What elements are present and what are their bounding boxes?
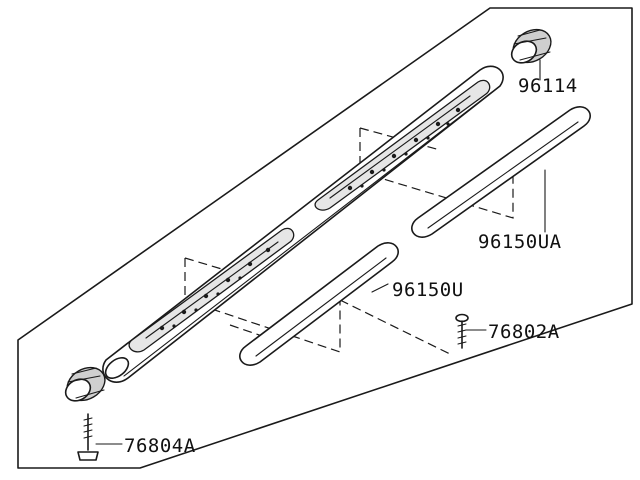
screw-lower [77,413,99,461]
label-96150U: 96150U [392,279,464,301]
trim-strip-lower-edge [255,257,387,357]
end-cap-upper [510,28,552,64]
trim-strip-lower [239,242,399,366]
trim-strip-upper [411,106,591,238]
upper-slot [314,79,491,211]
label-76804A: 76804A [124,435,196,457]
end-cap-lower [64,366,106,402]
alignment-guides [184,127,514,356]
label-76802A: 76802A [488,321,560,343]
leader-lines [95,59,546,445]
label-96150UA: 96150UA [478,231,562,253]
diagram-border [17,7,633,469]
lower-slot [128,227,295,353]
trim-strip-upper-edge [427,121,579,229]
screw-upper [455,313,469,349]
label-96114: 96114 [518,75,578,97]
